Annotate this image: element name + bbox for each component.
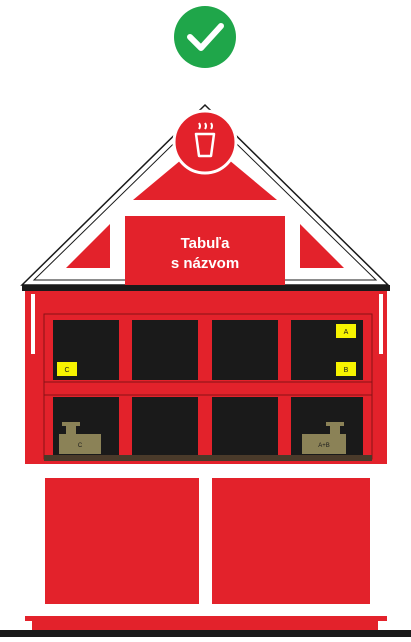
svg-text:C: C (64, 367, 69, 374)
cabinet-door-right (212, 478, 370, 604)
lower-cabinet (25, 464, 387, 616)
counter (44, 455, 372, 461)
svg-text:A+B: A+B (318, 443, 330, 449)
label-a: A (336, 324, 356, 338)
ground-line (0, 630, 411, 637)
check-circle-icon (174, 6, 236, 68)
label-c: C (57, 362, 77, 376)
signboard-line-1: Tabuľa (181, 235, 230, 252)
cabinet-door-left (45, 478, 199, 604)
right-post (379, 294, 383, 354)
label-b: B (336, 362, 356, 376)
svg-text:A: A (344, 329, 349, 336)
booth-base (32, 616, 378, 630)
left-post (31, 294, 35, 354)
signboard: Tabuľa s názvom (125, 216, 285, 286)
svg-text:C: C (78, 443, 83, 449)
cup-emblem (174, 111, 236, 173)
signboard-line-2: s názvom (171, 255, 239, 272)
svg-text:B: B (344, 367, 349, 374)
eave (22, 285, 390, 291)
